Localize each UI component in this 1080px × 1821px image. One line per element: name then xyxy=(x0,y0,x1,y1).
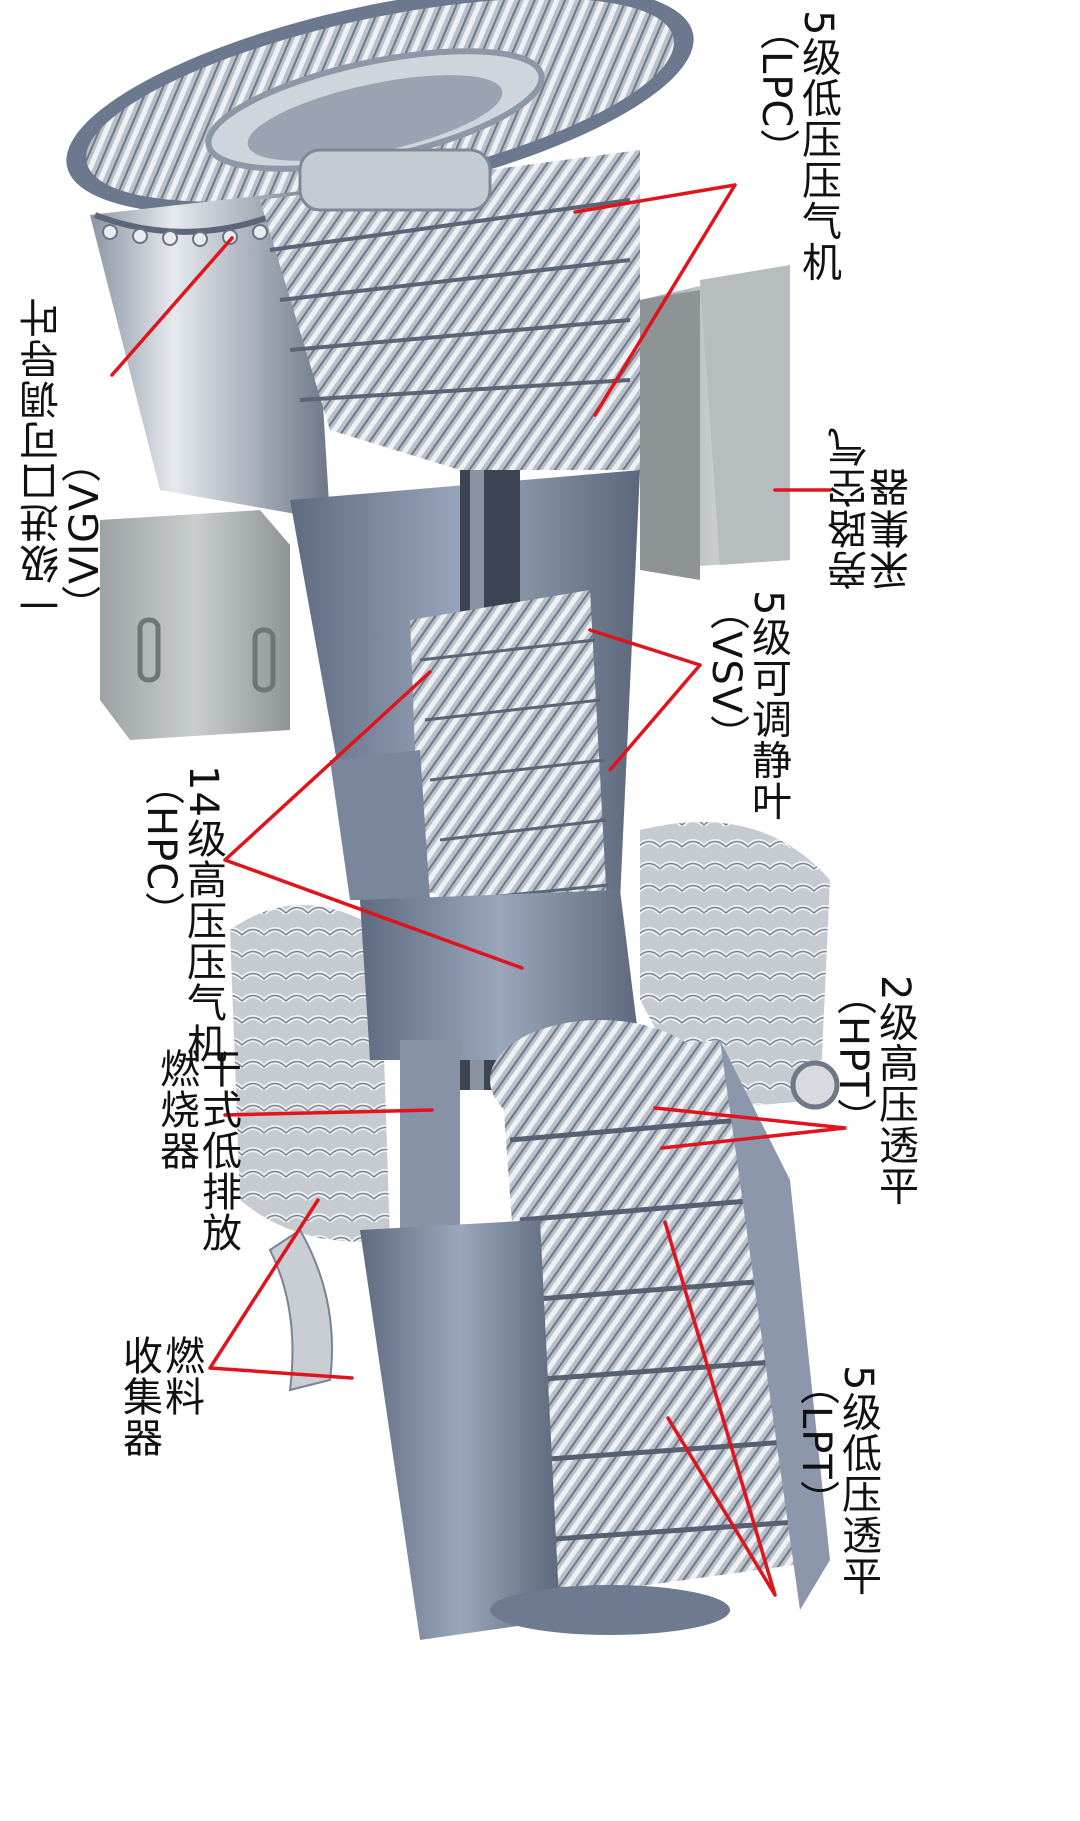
inlet-bellmouth xyxy=(90,190,330,520)
hpt-callout xyxy=(653,1106,847,1150)
dle-callout xyxy=(223,1108,434,1117)
label-fuel: 燃料 收集器 xyxy=(116,1335,204,1458)
lpt-callout xyxy=(663,1220,777,1597)
label-hpc-line1: 14级高压压气机 xyxy=(180,765,226,1064)
label-hpc: 14级高压压气机 （HPC） xyxy=(138,765,226,1064)
fuel-callout xyxy=(208,1198,354,1380)
label-vigv-line2: （VIGV） xyxy=(62,441,108,625)
lpc-rotor xyxy=(260,148,640,470)
turbine-rotor xyxy=(360,1040,830,1640)
lpc-callout xyxy=(573,183,737,417)
inlet-flange xyxy=(66,0,694,215)
auxiliary-box xyxy=(100,510,290,740)
label-hpt-line1: 2级高压透平 xyxy=(872,975,918,1207)
label-vsv-line1: 5级可调静叶 xyxy=(745,590,791,822)
label-vigv: 一级进口可调导叶 （VIGV） xyxy=(20,285,108,625)
vigv-callout xyxy=(110,236,234,377)
callout-lines xyxy=(110,183,847,1597)
label-vsv: 5级可调静叶 （VSV） xyxy=(703,590,791,822)
label-fuel-line1: 燃料 xyxy=(158,1335,204,1417)
label-dle-line2: 燃烧器 xyxy=(153,1048,199,1171)
label-lpt: 5级低压透平 （LPT） xyxy=(793,1365,881,1597)
label-bypass-line2: 采集器 xyxy=(870,467,916,590)
label-vsv-line2: （VSV） xyxy=(703,590,749,756)
label-bypass: 旁路空气 采集器 xyxy=(828,420,916,590)
label-dle: 干式低排放 燃烧器 xyxy=(153,1048,241,1253)
label-vigv-line1: 一级进口可调导叶 xyxy=(20,297,66,625)
fuel-manifold-pipes xyxy=(230,821,840,1392)
label-bypass-line1: 旁路空气 xyxy=(828,426,874,590)
vsv-callout xyxy=(588,628,702,772)
label-lpt-line2: （LPT） xyxy=(793,1365,839,1521)
bypass-air-collector xyxy=(640,265,790,580)
label-lpc-line1: 5级低压压气机 xyxy=(795,10,841,283)
label-hpt-line2: （HPT） xyxy=(830,975,876,1139)
label-fuel-line2: 收集器 xyxy=(116,1335,162,1458)
label-lpc-line2: （LPC） xyxy=(753,10,799,170)
label-lpt-line1: 5级低压透平 xyxy=(835,1365,881,1597)
hpc-callout xyxy=(223,670,524,970)
hpc-rotor xyxy=(330,590,610,975)
label-hpc-line2: （HPC） xyxy=(138,765,184,933)
label-lpc: 5级低压压气机 （LPC） xyxy=(753,10,841,283)
label-dle-line1: 干式低排放 xyxy=(195,1048,241,1253)
label-hpt: 2级高压透平 （HPT） xyxy=(830,975,918,1207)
